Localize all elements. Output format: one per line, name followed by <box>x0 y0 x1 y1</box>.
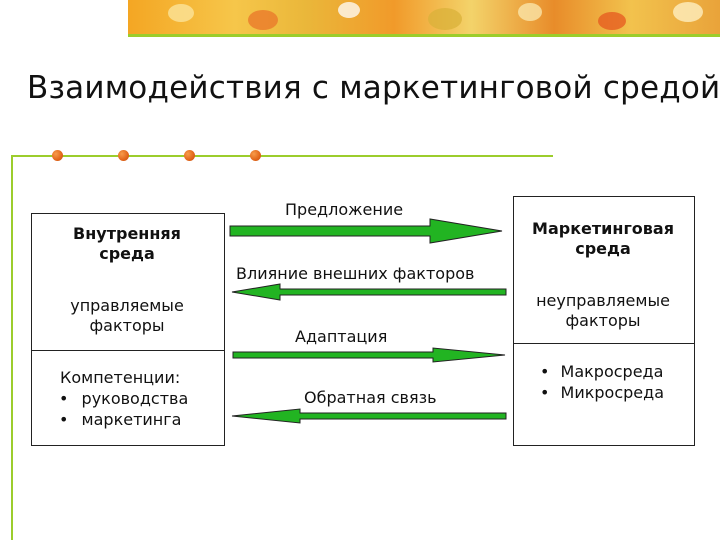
orange-dot-icon <box>52 150 63 161</box>
adaptation-arrow-label: Адаптация <box>295 327 388 346</box>
competencies-list: Компетенции: • руководства • маркетинга <box>59 367 188 430</box>
bullet-icon: • <box>540 383 550 402</box>
marketing-environment-box <box>513 196 695 446</box>
header-banner <box>128 0 720 34</box>
orange-dot-icon <box>118 150 129 161</box>
list-item: • Макросреда <box>540 361 664 382</box>
box-divider <box>514 343 694 344</box>
arrow-left-icon <box>231 408 507 424</box>
horizontal-guide-line <box>11 155 553 157</box>
internal-environment-heading: Внутренняя среда <box>31 224 223 264</box>
subtitle-line: факторы <box>565 311 641 330</box>
external-influence-arrow <box>231 283 507 301</box>
list-item: • Микросреда <box>540 382 664 403</box>
list-item: • маркетинга <box>59 409 188 430</box>
list-title: Компетенции: <box>60 368 181 387</box>
vertical-guide-line <box>11 155 13 540</box>
controllable-factors-label: управляемые факторы <box>31 296 223 336</box>
list-item-text: руководства <box>81 389 189 408</box>
subtitle-line: управляемые <box>70 296 184 315</box>
orange-dot-icon <box>250 150 261 161</box>
environment-types-list: • Макросреда • Микросреда <box>540 361 664 403</box>
bullet-icon: • <box>59 389 69 408</box>
adaptation-arrow <box>232 347 506 363</box>
heading-line: Внутренняя <box>73 224 181 243</box>
list-item-text: маркетинга <box>81 410 182 429</box>
heading-line: среда <box>575 239 631 258</box>
feedback-arrow-label: Обратная связь <box>304 388 437 407</box>
offer-arrow <box>229 218 503 244</box>
heading-line: Маркетинговая <box>532 219 674 238</box>
box-divider <box>32 350 224 351</box>
arrow-left-icon <box>231 283 507 301</box>
banner-underline <box>128 34 720 37</box>
arrow-right-icon <box>232 347 506 363</box>
arrow-right-icon <box>229 218 503 244</box>
offer-arrow-label: Предложение <box>285 200 404 219</box>
external-influence-arrow-label: Влияние внешних факторов <box>236 264 475 283</box>
feedback-arrow <box>231 408 507 424</box>
list-item-text: Микросреда <box>560 383 665 402</box>
internal-environment-box <box>31 213 225 446</box>
subtitle-line: факторы <box>89 316 165 335</box>
bullet-icon: • <box>59 410 69 429</box>
marketing-environment-heading: Маркетинговая среда <box>513 219 693 259</box>
list-item: • руководства <box>59 388 188 409</box>
list-item-text: Макросреда <box>560 362 664 381</box>
subtitle-line: неуправляемые <box>536 291 670 310</box>
bullet-icon: • <box>540 362 550 381</box>
heading-line: среда <box>99 244 155 263</box>
uncontrollable-factors-label: неуправляемые факторы <box>513 291 693 331</box>
orange-dot-icon <box>184 150 195 161</box>
page-title: Взаимодействия с маркетинговой средой <box>27 70 720 106</box>
